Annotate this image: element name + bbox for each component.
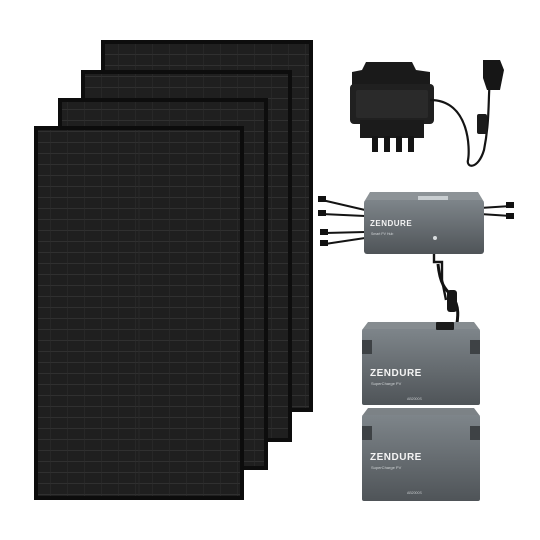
battery-2-brand: ZENDURE [370,452,422,463]
battery-module-1: ZENDURE SuperCharge PV AB2000S [362,322,480,405]
battery-1-model: SuperCharge PV [371,381,402,386]
hub-brand: ZENDURE [370,219,412,228]
pv-hub: ZENDURE Smart PV Hub [318,192,514,301]
battery-1-serial: AB2000S [407,397,422,401]
microinverter [350,60,504,167]
solar-panel-1 [34,126,244,500]
hub-subtitle: Smart PV Hub [371,232,393,236]
battery-1-brand: ZENDURE [370,368,422,379]
battery-module-2: ZENDURE SuperCharge PV AB2000S [362,408,480,501]
battery-cable [436,263,460,331]
battery-2-model: SuperCharge PV [371,465,402,470]
battery-2-serial: AB2000S [407,491,422,495]
